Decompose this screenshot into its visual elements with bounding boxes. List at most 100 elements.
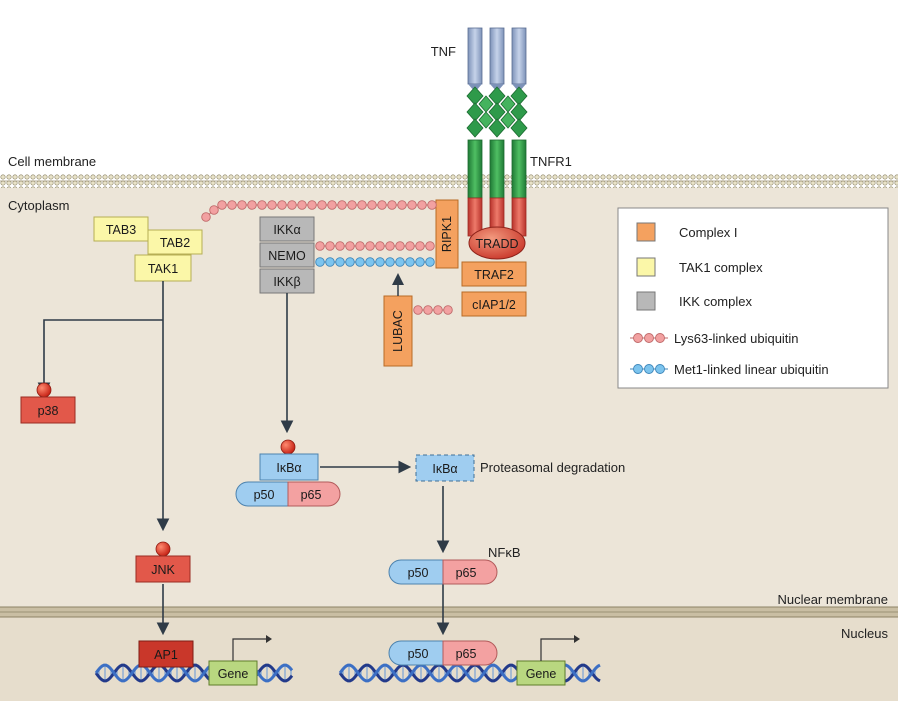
tnf-label: TNF <box>431 44 456 59</box>
tnfr1-extracellular-domains <box>466 86 528 138</box>
ubiquitin-bead <box>395 257 405 267</box>
degraded-ikba-node <box>415 454 475 482</box>
legend-chain-bead <box>633 364 643 374</box>
dna-strand <box>94 663 294 683</box>
tnfr1-diamond-domain <box>500 111 516 129</box>
ubiquitin-bead <box>227 200 237 210</box>
p38-phosphate <box>36 382 52 398</box>
ubiquitin-bead <box>237 200 247 210</box>
p50-label-free: p50 <box>408 566 429 580</box>
ubiquitin-bead <box>277 200 287 210</box>
traf2-label: TRAF2 <box>474 268 514 282</box>
ubiquitin-bead <box>201 212 211 222</box>
ap1-label: AP1 <box>154 648 178 662</box>
tnfr1-diamond-domain <box>488 118 506 138</box>
tnf-trimer <box>467 27 527 92</box>
legend-chain-bead <box>655 364 665 374</box>
ubiquitin-bead <box>375 241 385 251</box>
ubiquitin-bead <box>325 257 335 267</box>
nemo-label: NEMO <box>268 249 306 263</box>
legend-swatch <box>636 257 656 277</box>
ubiquitin-bead <box>209 205 219 215</box>
ubiquitin-bead <box>395 241 405 251</box>
dna-strand <box>94 663 294 683</box>
nfkb-label: NFκB <box>488 545 521 560</box>
ubiquitin-bead <box>443 305 453 315</box>
p38-label: p38 <box>38 404 59 418</box>
ubiquitin-bead <box>297 200 307 210</box>
ikka-label: IKKα <box>273 223 300 237</box>
ciap-node <box>461 291 527 317</box>
ikkb-label: IKKβ <box>273 275 300 289</box>
ubiquitin-bead <box>433 305 443 315</box>
traf2-node <box>461 261 527 287</box>
ubiquitin-bead <box>355 257 365 267</box>
gene-right <box>516 635 580 686</box>
legend-box <box>617 207 889 389</box>
ciap-label: cIAP1/2 <box>472 298 516 312</box>
ubiquitin-bead <box>425 241 435 251</box>
ubiquitin-bead <box>365 257 375 267</box>
ubiquitin-bead <box>247 200 257 210</box>
p65-label-cytoplasm: p65 <box>301 488 322 502</box>
cell-membrane <box>0 174 898 188</box>
tak1-to-p38-arrow <box>37 319 163 396</box>
jnk-phosphate <box>155 541 171 557</box>
ubiquitin-bead <box>385 241 395 251</box>
ubiquitin-bead <box>315 257 325 267</box>
p50-label-nuclear: p50 <box>408 647 429 661</box>
ubiquitin-bead <box>257 200 267 210</box>
tradd-label: TRADD <box>475 237 518 251</box>
ubiquitin-bead <box>335 241 345 251</box>
nfkb-dimer-nuclear <box>388 640 498 666</box>
ubiquitin-bead <box>347 200 357 210</box>
tnfr1-diamond-domain <box>478 111 494 129</box>
legend-chain-bead <box>644 333 654 343</box>
ubiquitin-bead <box>387 200 397 210</box>
tnfr1-label: TNFR1 <box>530 154 572 169</box>
ubiquitin-bead <box>315 241 325 251</box>
ubiquitin-bead <box>405 257 415 267</box>
ubiquitin-bead <box>217 200 227 210</box>
degraded-ikba-label: IκBα <box>432 462 457 476</box>
pathway-arrows <box>37 281 450 636</box>
legend-chain-bead <box>633 333 643 343</box>
tradd-node <box>468 226 526 260</box>
legend-label: Complex I <box>679 225 738 240</box>
p50-label-cytoplasm: p50 <box>254 488 275 502</box>
ubiquitin-bead <box>413 305 423 315</box>
ubiquitin-bead <box>327 200 337 210</box>
ubiquitin-bead <box>367 200 377 210</box>
nuclear-membrane-label: Nuclear membrane <box>777 592 888 607</box>
ubiquitin-bead <box>377 200 387 210</box>
tab2-node <box>147 229 203 255</box>
ubiquitin-bead <box>425 257 435 267</box>
gene-right-label: Gene <box>526 667 557 681</box>
nfkb-dimer-free <box>388 559 498 585</box>
legend-label: Met1-linked linear ubiquitin <box>674 362 829 377</box>
ikkb-node <box>259 268 315 294</box>
extracellular-region <box>0 0 898 174</box>
ubiquitin-bead <box>317 200 327 210</box>
p65-label-free: p65 <box>456 566 477 580</box>
legend-label: TAK1 complex <box>679 260 763 275</box>
ubiquitin-bead <box>417 200 427 210</box>
tnfr1-diamond-domain <box>466 118 484 138</box>
legend-swatch <box>636 291 656 311</box>
ap1-node <box>138 640 194 668</box>
ikba-label: IκBα <box>276 461 301 475</box>
ikka-node <box>259 216 315 242</box>
ripk1-node <box>435 199 459 269</box>
p38-node <box>20 396 76 424</box>
jnk-label: JNK <box>151 563 175 577</box>
legend-swatch <box>636 222 656 242</box>
legend-label: Lys63-linked ubiquitin <box>674 331 799 346</box>
cell-membrane-label: Cell membrane <box>8 154 96 169</box>
tab3-node <box>93 216 149 242</box>
lubac-node <box>383 295 413 367</box>
ubiquitin-chains <box>201 200 453 315</box>
ripk1-label: RIPK1 <box>440 216 454 252</box>
proteasomal-degradation-label: Proteasomal degradation <box>480 460 625 475</box>
